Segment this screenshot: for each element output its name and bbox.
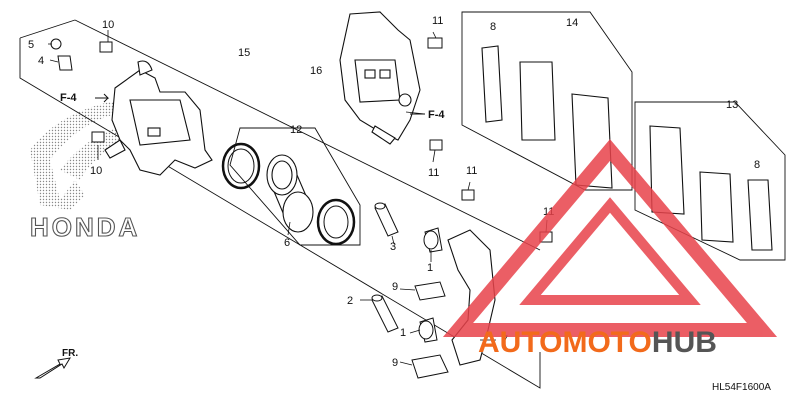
brake-pad-13-b — [699, 171, 734, 243]
watermark-part1: AUTOMOTO — [478, 326, 652, 359]
callout-6: 6 — [284, 237, 290, 249]
callout-2: 2 — [347, 295, 353, 307]
callout-7: 7 — [502, 334, 508, 346]
callout-11-mid: 11 — [428, 167, 439, 179]
callout-10-lower: 10 — [90, 165, 102, 177]
front-direction-arrow — [34, 357, 71, 379]
pad-clip-upper — [414, 281, 446, 301]
callout-15: 15 — [238, 47, 250, 59]
caliper-assembly-box — [19, 38, 541, 389]
pad-clip-lower — [411, 354, 449, 379]
pad-shim-8-upper — [481, 45, 503, 123]
brake-pad-13-a — [649, 125, 685, 215]
callout-4: 4 — [38, 55, 44, 67]
caliper-body — [104, 60, 213, 176]
callout-11-top: 11 — [432, 15, 443, 27]
bleeder-cap — [50, 38, 62, 50]
callout-11-bracket: 11 — [466, 165, 477, 177]
callout-8-upper: 8 — [490, 21, 496, 33]
piston-seal — [221, 142, 261, 190]
ref-label-left: F-4 — [60, 92, 77, 104]
bleeder-valve — [57, 55, 73, 71]
watermark-part2: HUB — [652, 326, 717, 359]
diagram-code: HL54F1600A — [712, 382, 771, 393]
pin-boot-upper — [423, 227, 443, 253]
pad-set-box-13 — [634, 101, 786, 261]
bolt-10-lower — [91, 131, 105, 143]
piston-kit-box — [229, 127, 361, 246]
callout-16: 16 — [310, 65, 322, 77]
direction-label: FR. — [62, 348, 78, 359]
callout-1-upper: 1 — [427, 262, 433, 274]
ref-label-right: F-4 — [428, 109, 445, 121]
callout-9-lower: 9 — [392, 357, 398, 369]
callout-1-lower: 1 — [400, 327, 406, 339]
brake-pad-inner — [519, 61, 556, 141]
pin-boot-lower — [418, 317, 438, 343]
slide-pin-2 — [371, 294, 399, 333]
callout-10-upper: 10 — [102, 19, 114, 31]
bolt-10-upper — [99, 41, 113, 53]
caliper-bracket-16 — [339, 11, 421, 145]
piston — [266, 154, 314, 233]
honda-brand-text: HONDA — [30, 212, 140, 242]
ref-arrow-left — [95, 93, 110, 103]
dust-seal — [316, 198, 356, 246]
callout-3: 3 — [390, 241, 396, 253]
callout-14: 14 — [566, 17, 578, 29]
callout-13: 13 — [726, 99, 738, 111]
callout-12: 12 — [290, 124, 302, 136]
callout-9-upper: 9 — [392, 281, 398, 293]
callout-8-lower: 8 — [754, 159, 760, 171]
slide-pin-3 — [374, 202, 399, 237]
pad-set-box-14 — [461, 11, 633, 191]
pad-shim-8-lower — [747, 179, 773, 251]
callout-5: 5 — [28, 39, 34, 51]
watermark-text: AUTOMOTOHUB — [478, 326, 717, 359]
watermark-logo — [442, 139, 778, 337]
